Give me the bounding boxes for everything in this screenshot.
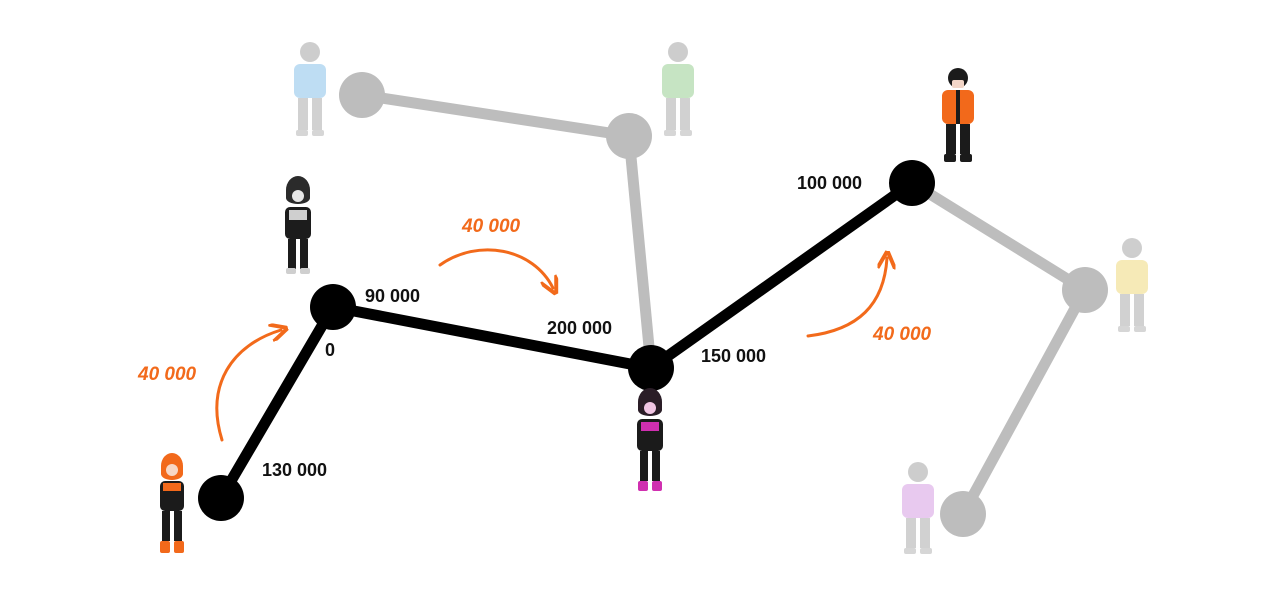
- active-path: [215, 177, 918, 504]
- inactive-edge: [356, 89, 635, 142]
- node-value-label: 200 000: [547, 318, 612, 338]
- inactive-edges: [356, 89, 1091, 520]
- active-edges: [215, 177, 918, 504]
- avatars: [160, 42, 1148, 554]
- inactive-node: [339, 72, 385, 118]
- person-icon-faded-yellow: [1116, 238, 1148, 332]
- person-icon-orange-jacket: [942, 68, 974, 162]
- active-node: [628, 345, 674, 391]
- person-icon-gray-hood: [285, 176, 311, 274]
- flow-arrow-icon: [438, 248, 553, 288]
- flow-arrow-icon: [806, 258, 887, 338]
- flow-arrow-icon: [215, 330, 281, 442]
- node-value-label: 90 000: [365, 286, 420, 306]
- inactive-node: [940, 491, 986, 537]
- flow-label: 40 000: [137, 364, 197, 385]
- person-icon-magenta-hood: [637, 388, 663, 491]
- node-value-label: 0: [325, 340, 335, 360]
- inactive-edge: [623, 130, 657, 374]
- flow-label: 40 000: [872, 324, 932, 345]
- inactive-nodes: [339, 72, 1108, 537]
- inactive-edge: [906, 177, 1091, 296]
- person-icon-faded-purple: [902, 462, 934, 554]
- active-node: [889, 160, 935, 206]
- inactive-node: [1062, 267, 1108, 313]
- node-value-label: 130 000: [262, 460, 327, 480]
- flow-arrows: [215, 248, 887, 442]
- flow-label: 40 000: [461, 216, 521, 237]
- active-node: [198, 475, 244, 521]
- inactive-node: [606, 113, 652, 159]
- person-icon-faded-green: [662, 42, 694, 136]
- person-icon-orange-hood: [160, 453, 184, 553]
- node-value-label: 150 000: [701, 346, 766, 366]
- inactive-edge: [957, 284, 1091, 520]
- person-icon-faded-blue: [294, 42, 326, 136]
- node-value-label: 100 000: [797, 173, 862, 193]
- active-nodes: [198, 160, 935, 521]
- active-node: [310, 284, 356, 330]
